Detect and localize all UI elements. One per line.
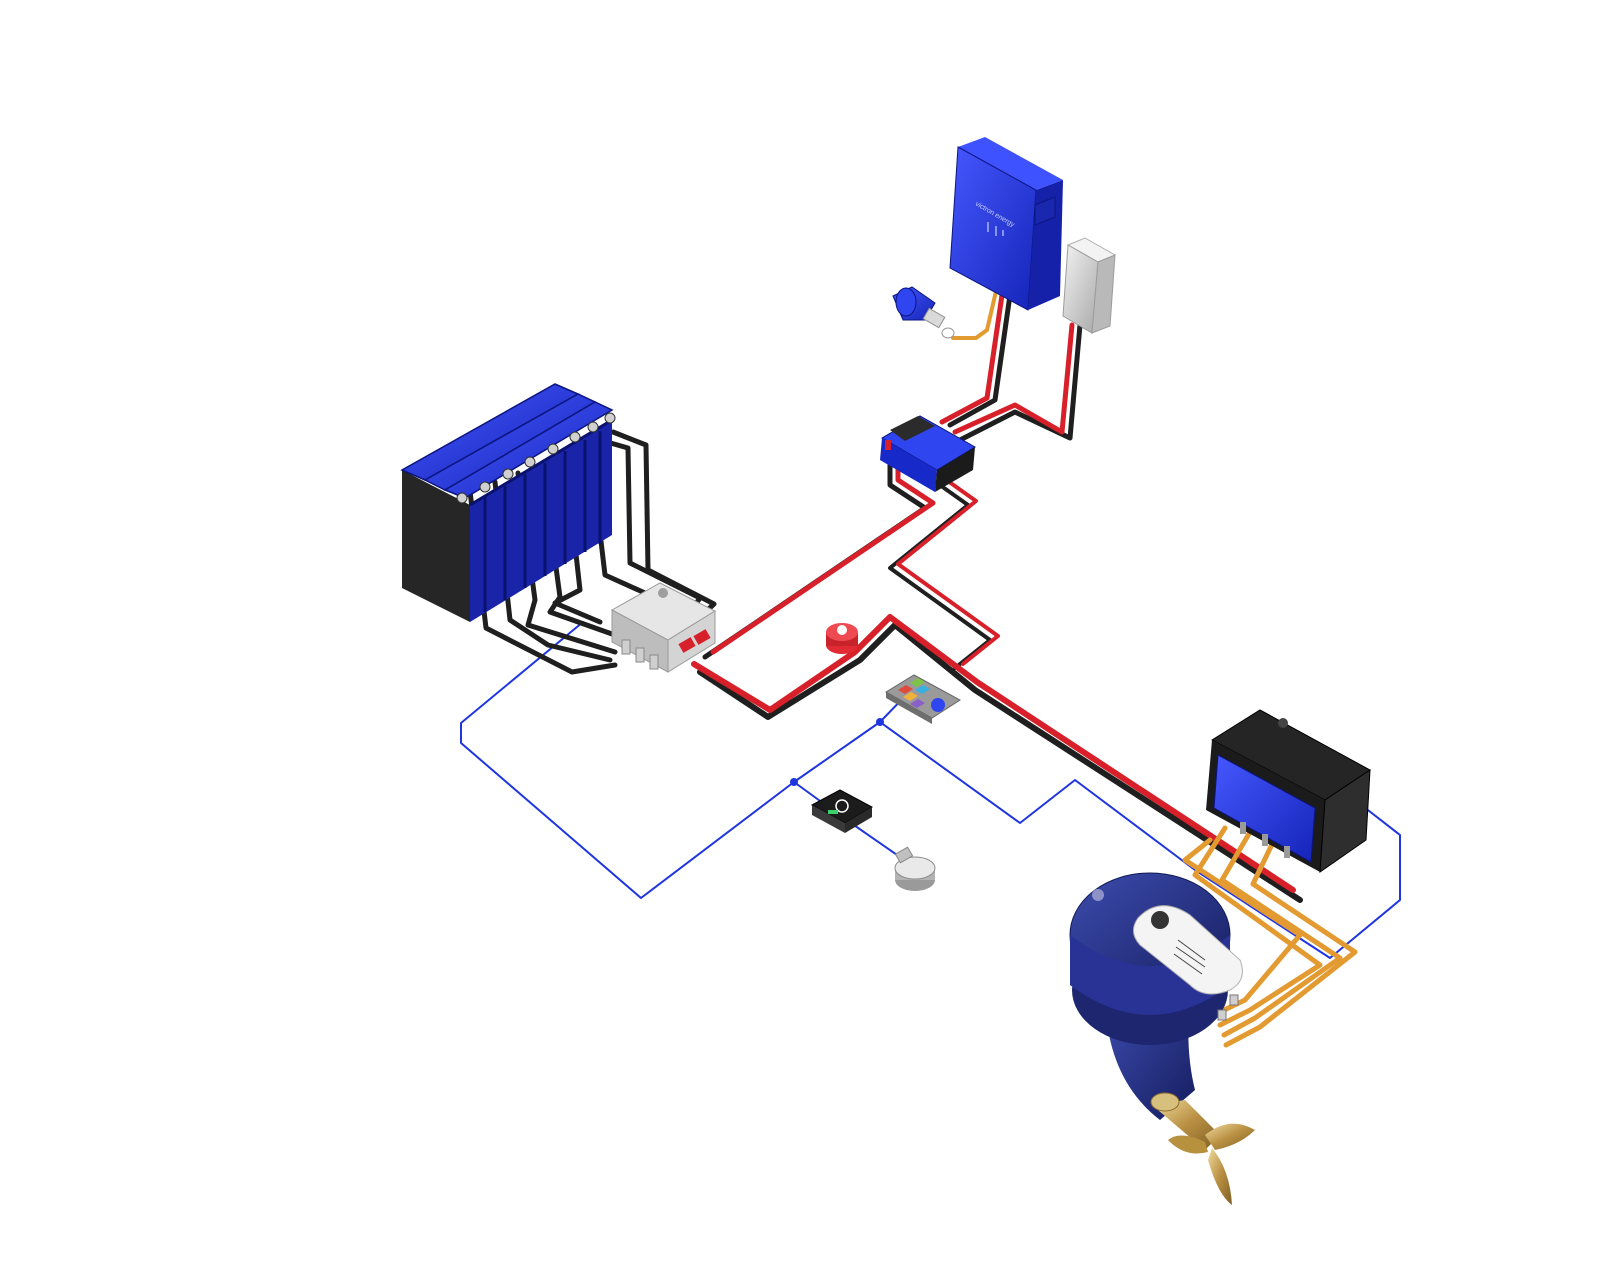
propeller-blade-left: [1168, 1135, 1208, 1154]
throttle-knob: [894, 846, 936, 891]
shore-power-plug: [892, 286, 955, 339]
propeller-blade-lower: [1208, 1148, 1232, 1205]
battery-charger: victron energy: [949, 137, 1063, 311]
dc-dc-charger-gray: [1062, 237, 1117, 334]
battery-bank: [400, 383, 616, 622]
battery-monitor-display: [810, 789, 874, 833]
propeller: [1150, 1092, 1255, 1205]
motor-label-plate: [1133, 905, 1243, 995]
propeller-blade-upper: [1205, 1123, 1255, 1150]
dc-main-cables: [691, 462, 1303, 903]
switch-panel-buttons: [898, 678, 945, 712]
junction-box: [610, 582, 717, 673]
battery-bank-side: [402, 470, 470, 622]
dc-dc-converter: [880, 415, 976, 492]
switch-panel: [885, 674, 961, 724]
battery-main-switch: [826, 623, 858, 654]
charger-wires: [939, 285, 1083, 443]
battery-cells: [400, 383, 616, 622]
electric-pod-motor: [1069, 872, 1243, 1120]
motor-controller: [1206, 709, 1371, 874]
